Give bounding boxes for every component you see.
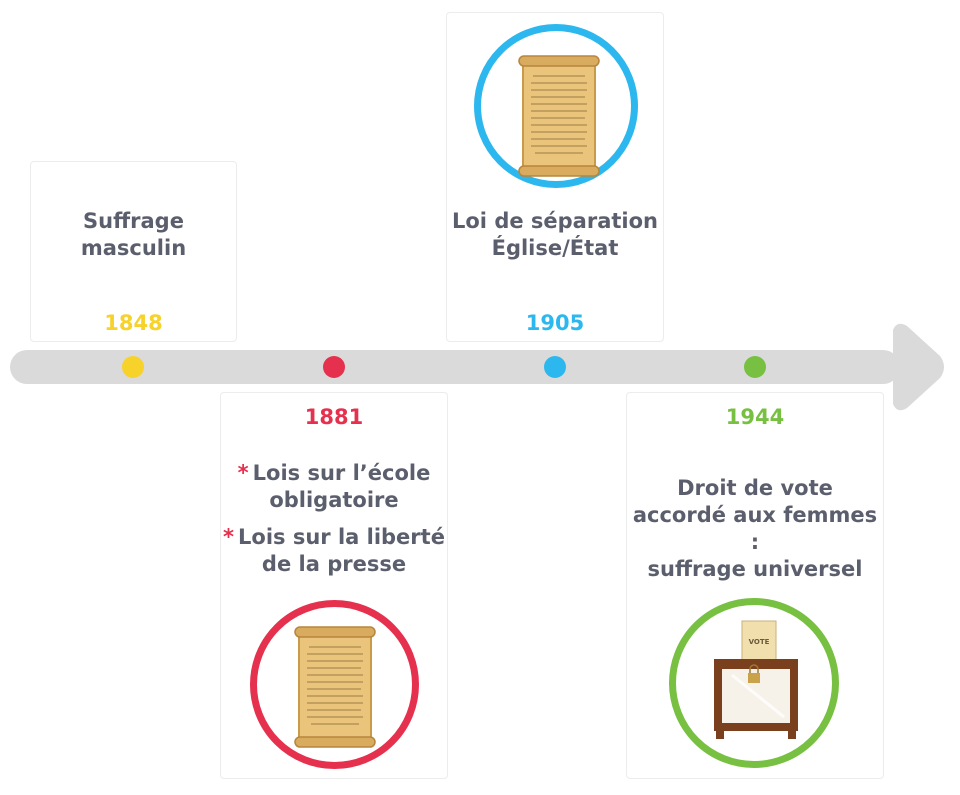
bullet-marker: * xyxy=(237,461,249,485)
bullet-item: *Lois sur la liberté xyxy=(221,524,447,551)
bullet-text-line: Lois sur l’école xyxy=(252,461,431,485)
bullet-item: *Lois sur l’école xyxy=(221,460,447,487)
timeline-dot-1905 xyxy=(544,356,566,378)
bullet-text-line: de la presse xyxy=(261,552,407,576)
event-year: 1881 xyxy=(304,405,364,429)
parchment-scroll-icon xyxy=(294,626,376,748)
event-year: 1944 xyxy=(725,405,785,429)
ballot-label: VOTE xyxy=(749,638,770,646)
event-card-1905: Loi de séparation Église/État 1905 xyxy=(446,12,664,342)
event-title-line: Suffrage xyxy=(83,209,184,233)
event-card-1848: Suffrage masculin 1848 xyxy=(30,161,237,342)
ballot-box-icon: VOTE xyxy=(714,620,798,739)
event-title-line: suffrage universel xyxy=(647,557,863,581)
bullet-text-line: Lois sur la liberté xyxy=(238,525,445,549)
event-title-line: masculin xyxy=(80,236,187,260)
timeline-dot-1848 xyxy=(122,356,144,378)
event-year: 1905 xyxy=(525,311,585,335)
scroll-icon-ring xyxy=(250,600,419,769)
event-title-line: accordé aux femmes : xyxy=(632,503,878,554)
ballot-icon-ring: VOTE xyxy=(669,598,839,768)
bullet-marker: * xyxy=(223,525,235,549)
timeline-dot-1881 xyxy=(323,356,345,378)
timeline-dot-1944 xyxy=(744,356,766,378)
event-title-line: Droit de vote xyxy=(677,476,833,500)
event-card-1881: 1881 *Lois sur l’école obligatoire *Lois… xyxy=(220,392,448,779)
event-year: 1848 xyxy=(104,311,163,335)
event-title-line: Église/État xyxy=(491,236,619,260)
event-title-line: Loi de séparation xyxy=(452,209,658,233)
bullet-text-line: obligatoire xyxy=(269,488,399,512)
scroll-icon-ring xyxy=(474,24,638,188)
parchment-scroll-icon xyxy=(518,55,600,177)
event-card-1944: 1944 Droit de vote accordé aux femmes : … xyxy=(626,392,884,779)
